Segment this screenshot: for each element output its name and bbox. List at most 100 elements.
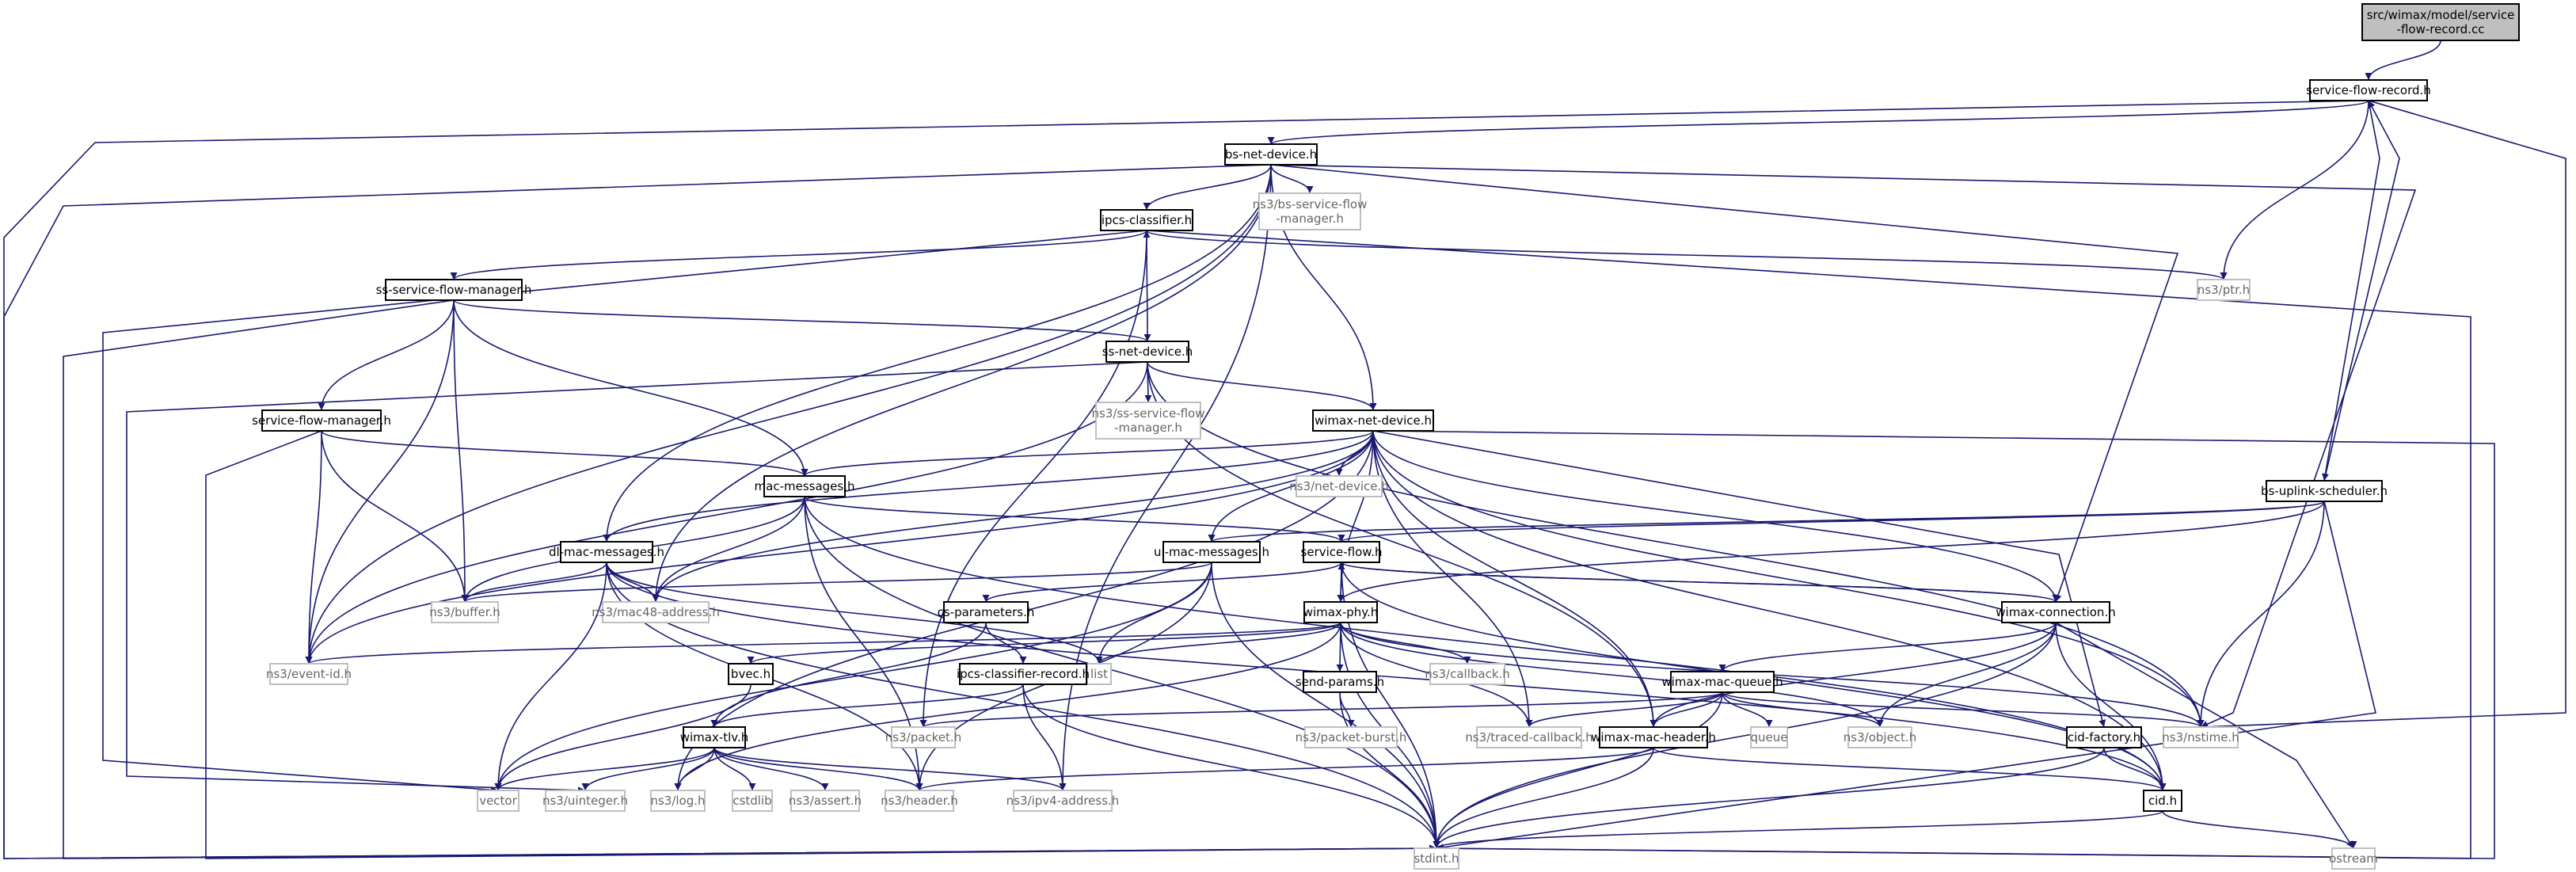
node-label: bvec.h: [731, 667, 771, 681]
node-wnd[interactable]: wimax-net-device.h: [1312, 409, 1434, 432]
edge-ssnd-to-nstime: [1147, 361, 2205, 728]
edge-sssfm-to-eventid: [305, 299, 455, 664]
node-wmq[interactable]: wimax-mac-queue.h: [1661, 671, 1783, 693]
node-mac48[interactable]: ns3/mac48-address.h: [592, 601, 720, 623]
edge-sfm-to-macmsg: [321, 430, 809, 477]
edge-bsnd-to-stdint: [3, 164, 1437, 859]
node-label: service-flow-record.h: [2306, 83, 2431, 97]
node-dlmac[interactable]: dl-mac-messages.h: [549, 541, 664, 563]
node-box: [1414, 847, 1459, 870]
node-box: [1086, 663, 1112, 685]
node-tcb[interactable]: ns3/traced-callback.h: [1465, 726, 1593, 748]
node-box: [1303, 671, 1377, 693]
edge-wtlv-to-log: [674, 747, 715, 791]
edge-ulmac-to-buffer: [461, 562, 1212, 603]
node-bssfm[interactable]: ns3/bs-service-flow-manager.h: [1253, 192, 1368, 230]
node-queue[interactable]: queue: [1750, 726, 1788, 748]
node-icr[interactable]: ipcs-classifier-record.h: [957, 663, 1090, 685]
node-object[interactable]: ns3/object.h: [1844, 726, 1916, 748]
node-sfm[interactable]: service-flow-manager.h: [252, 409, 391, 432]
edge-cidf-to-cid: [2103, 747, 2167, 791]
node-ipv4[interactable]: ns3/ipv4-address.h: [1006, 790, 1120, 812]
node-list[interactable]: list: [1086, 663, 1112, 685]
node-box: [1095, 402, 1201, 440]
node-uint[interactable]: ns3/uinteger.h: [542, 790, 628, 812]
node-label: cid.h: [2148, 794, 2177, 808]
edge-wtlv-to-cstdlib: [713, 747, 756, 791]
node-callback[interactable]: ns3/callback.h: [1425, 663, 1510, 685]
node-box: [1224, 143, 1318, 166]
node-box: [269, 663, 348, 685]
node-ssnd[interactable]: ss-net-device.h: [1102, 341, 1193, 363]
node-label: ss-net-device.h: [1102, 345, 1193, 359]
node-log[interactable]: ns3/log.h: [650, 790, 706, 812]
node-box: [790, 790, 860, 812]
node-root[interactable]: src/wimax/model/service-flow-record.cc: [2361, 3, 2520, 41]
node-cid[interactable]: cid.h: [2143, 790, 2182, 812]
node-label: send-params.h: [1296, 675, 1384, 689]
edge-sendp-to-stdint: [1339, 691, 1440, 849]
edge-wmq-to-stdint: [1433, 691, 1723, 849]
node-label: ostream: [2329, 851, 2378, 866]
node-wconn[interactable]: wimax-connection.h: [1996, 601, 2116, 623]
edge-wphy-to-object: [1340, 622, 1884, 728]
node-sfr[interactable]: service-flow-record.h: [2306, 79, 2431, 101]
node-nstime[interactable]: ns3/nstime.h: [2162, 726, 2239, 748]
node-macmsg[interactable]: mac-messages.h: [755, 475, 855, 497]
edge-bsus-to-wphy: [1337, 501, 2325, 603]
node-box: [732, 790, 773, 812]
node-wmh[interactable]: wimax-mac-header.h: [1591, 726, 1716, 748]
edge-wmq-to-packet: [919, 691, 1723, 728]
node-box: [1258, 192, 1361, 230]
edge-wtlv-to-vector: [494, 747, 715, 791]
node-ulmac[interactable]: ul-mac-messages.h: [1154, 541, 1269, 563]
node-assert[interactable]: ns3/assert.h: [789, 790, 862, 812]
node-ns3sssfm[interactable]: ns3/ss-service-flow-manager.h: [1092, 402, 1205, 440]
node-ipcs[interactable]: ipcs-classifier.h: [1100, 209, 1193, 231]
edge-bsus-to-stdint: [1436, 501, 2376, 851]
node-sendp[interactable]: send-params.h: [1296, 671, 1384, 693]
edge-csparam-to-icr: [985, 622, 1027, 664]
edge-macmsg-to-sf: [804, 496, 1345, 543]
node-sf[interactable]: service-flow.h: [1301, 541, 1383, 563]
node-wphy[interactable]: wimax-phy.h: [1303, 601, 1379, 623]
edge-wmh-to-stdint: [1433, 747, 1654, 849]
node-cstdlib[interactable]: cstdlib: [732, 790, 773, 812]
node-cidf[interactable]: cid-factory.h: [2066, 726, 2142, 748]
node-eventid[interactable]: ns3/event-id.h: [266, 663, 352, 685]
node-wtlv[interactable]: wimax-tlv.h: [680, 726, 749, 748]
node-box: [1304, 726, 1398, 748]
edge-ssnd-to-uint: [126, 361, 1148, 794]
edge-wnd-to-ulmac: [1208, 430, 1374, 543]
node-sssfm[interactable]: ss-service-flow-manager.h: [376, 279, 532, 301]
node-box: [2331, 847, 2376, 870]
node-ptr[interactable]: ns3/ptr.h: [2197, 279, 2251, 301]
node-label: ns3/log.h: [650, 794, 705, 808]
edge-bsnd-to-mac48: [652, 164, 1272, 603]
node-label: cs-parameters.h: [938, 605, 1035, 619]
node-box: [2266, 480, 2383, 502]
node-label: -manager.h: [1276, 211, 1344, 226]
node-ostream[interactable]: ostream: [2329, 847, 2378, 870]
node-bvec[interactable]: bvec.h: [728, 663, 774, 685]
node-box: [545, 790, 626, 812]
edge-ulmac-to-list: [1095, 562, 1212, 664]
node-label: ns3/assert.h: [789, 794, 862, 808]
node-box: [1476, 726, 1582, 748]
node-bsus[interactable]: bs-uplink-scheduler.h: [2261, 480, 2388, 502]
node-pburst[interactable]: ns3/packet-burst.h: [1296, 726, 1407, 748]
node-box: [1670, 671, 1775, 693]
edge-bsnd-to-bssfm: [1270, 164, 1314, 194]
node-label: ns3/uinteger.h: [542, 794, 628, 808]
node-vector[interactable]: vector: [477, 790, 519, 812]
node-packet[interactable]: ns3/packet.h: [885, 726, 961, 748]
node-netdev[interactable]: ns3/net-device.h: [1289, 475, 1389, 497]
edge-cid-to-ostream: [2162, 810, 2357, 849]
node-box: [1013, 790, 1113, 812]
node-buffer[interactable]: ns3/buffer.h: [429, 601, 500, 623]
node-bsnd[interactable]: bs-net-device.h: [1224, 143, 1318, 166]
node-header[interactable]: ns3/header.h: [881, 790, 958, 812]
node-stdint[interactable]: stdint.h: [1414, 847, 1459, 870]
edge-wnd-to-cidf: [1372, 430, 2106, 728]
node-csparam[interactable]: cs-parameters.h: [938, 601, 1035, 623]
